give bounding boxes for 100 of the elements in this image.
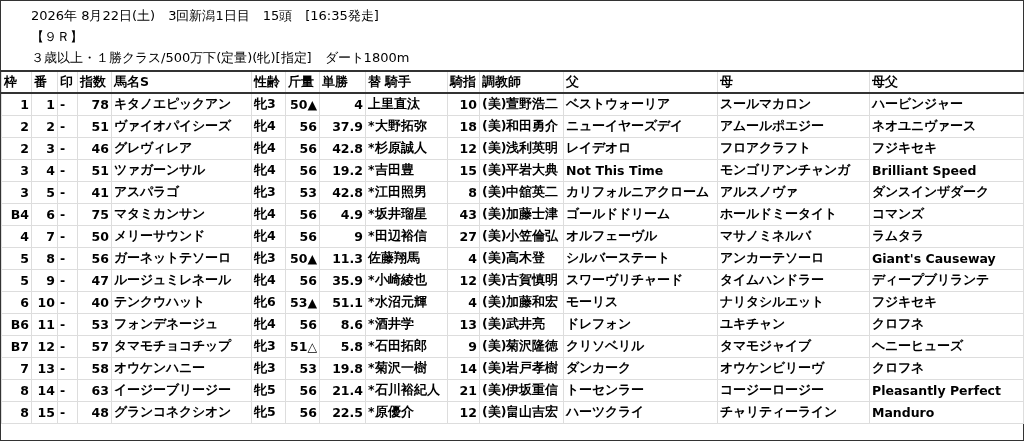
- dam-name: アンカーテソーロ: [717, 247, 870, 269]
- dam-sire-name: Manduro: [869, 401, 1024, 423]
- index-value: 63: [77, 379, 112, 401]
- weight-carried: 56: [285, 137, 320, 159]
- weight-carried: 50▲: [285, 247, 320, 269]
- weight-carried: 56: [285, 159, 320, 181]
- horse-number: 4: [31, 159, 58, 181]
- dam-name: ユキチャン: [717, 313, 870, 335]
- race-conditions: ３歳以上・１勝クラス/500万下(定量)(牝)[指定] ダート1800m: [31, 49, 410, 67]
- jockey-name: *田辺裕信: [365, 225, 448, 247]
- horse-number: 5: [31, 181, 58, 203]
- weight-carried: 53: [285, 181, 320, 203]
- weight-carried: 51△: [285, 335, 320, 357]
- sex-age: 牝4: [251, 137, 286, 159]
- dam-name: マサノミネルバ: [717, 225, 870, 247]
- win-odds: 8.6: [319, 313, 366, 335]
- sire-name: カリフォルニアクローム: [563, 181, 718, 203]
- jockey-name: *坂井瑠星: [365, 203, 448, 225]
- mark: -: [57, 181, 78, 203]
- dam-name: タマモジャイブ: [717, 335, 870, 357]
- frame-number: 6: [1, 291, 32, 313]
- sire-name: ベストウォーリア: [563, 93, 718, 115]
- jockey-index: 8: [447, 181, 480, 203]
- trainer-name: (美)岩戸孝樹: [479, 357, 564, 379]
- mark: -: [57, 93, 78, 115]
- dam-name: ナリタシルエット: [717, 291, 870, 313]
- column-header: 性齢: [251, 71, 286, 93]
- frame-number: B6: [1, 313, 32, 335]
- sex-age: 牝3: [251, 357, 286, 379]
- win-odds: 9: [319, 225, 366, 247]
- horse-name: ツァガーンサル: [111, 159, 252, 181]
- frame-number: 5: [1, 269, 32, 291]
- horse-name: フォンデネージュ: [111, 313, 252, 335]
- trainer-name: (美)畠山吉宏: [479, 401, 564, 423]
- index-value: 47: [77, 269, 112, 291]
- horse-number: 9: [31, 269, 58, 291]
- dam-name: アムールポエジー: [717, 115, 870, 137]
- horse-number: 15: [31, 401, 58, 423]
- win-odds: 19.2: [319, 159, 366, 181]
- dam-name: フロアクラフト: [717, 137, 870, 159]
- sire-name: シルバーステート: [563, 247, 718, 269]
- weight-carried: 53: [285, 357, 320, 379]
- dam-sire-name: ヘニーヒューズ: [869, 335, 1024, 357]
- sire-name: ドレフォン: [563, 313, 718, 335]
- trainer-name: (美)和田勇介: [479, 115, 564, 137]
- sex-age: 牝3: [251, 335, 286, 357]
- dam-name: スールマカロン: [717, 93, 870, 115]
- jockey-name: *菊沢一樹: [365, 357, 448, 379]
- win-odds: 21.4: [319, 379, 366, 401]
- horse-number: 11: [31, 313, 58, 335]
- mark: -: [57, 203, 78, 225]
- column-header: 枠: [1, 71, 32, 93]
- horse-name: グレヴィレア: [111, 137, 252, 159]
- mark: -: [57, 115, 78, 137]
- trainer-name: (美)菊沢隆徳: [479, 335, 564, 357]
- column-header: 替 騎手: [365, 71, 448, 93]
- sire-name: モーリス: [563, 291, 718, 313]
- horse-name: ルージュミレネール: [111, 269, 252, 291]
- sex-age: 牝4: [251, 225, 286, 247]
- horse-number: 2: [31, 115, 58, 137]
- trainer-name: (美)浅利英明: [479, 137, 564, 159]
- sex-age: 牝3: [251, 93, 286, 115]
- horse-name: グランコネクシオン: [111, 401, 252, 423]
- dam-sire-name: フジキセキ: [869, 291, 1024, 313]
- sex-age: 牝4: [251, 203, 286, 225]
- mark: -: [57, 137, 78, 159]
- weight-carried: 56: [285, 115, 320, 137]
- index-value: 53: [77, 313, 112, 335]
- sex-age: 牝5: [251, 401, 286, 423]
- mark: -: [57, 247, 78, 269]
- frame-number: 2: [1, 137, 32, 159]
- dam-sire-name: クロフネ: [869, 357, 1024, 379]
- date-venue-line: 2026年 8月22日(土) 3回新潟1日目 15頭 [16:35発走]: [31, 7, 379, 25]
- mark: -: [57, 401, 78, 423]
- sire-name: オルフェーヴル: [563, 225, 718, 247]
- win-odds: 22.5: [319, 401, 366, 423]
- dam-sire-name: ダンスインザダーク: [869, 181, 1024, 203]
- jockey-name: 上里直汰: [365, 93, 448, 115]
- dam-name: オウケンビリーヴ: [717, 357, 870, 379]
- frame-number: 5: [1, 247, 32, 269]
- sire-name: Not This Time: [563, 159, 718, 181]
- mark: -: [57, 379, 78, 401]
- dam-name: コージーロージー: [717, 379, 870, 401]
- sire-name: ゴールドドリーム: [563, 203, 718, 225]
- jockey-index: 12: [447, 401, 480, 423]
- horse-number: 13: [31, 357, 58, 379]
- trainer-name: (美)中舘英二: [479, 181, 564, 203]
- weight-carried: 56: [285, 203, 320, 225]
- mark: -: [57, 357, 78, 379]
- index-value: 56: [77, 247, 112, 269]
- horse-name: テンクウハット: [111, 291, 252, 313]
- jockey-name: *杉原誠人: [365, 137, 448, 159]
- dam-sire-name: ディープブリランテ: [869, 269, 1024, 291]
- index-value: 40: [77, 291, 112, 313]
- weight-carried: 56: [285, 225, 320, 247]
- sire-name: ニューイヤーズデイ: [563, 115, 718, 137]
- horse-name: オウケンハニー: [111, 357, 252, 379]
- jockey-index: 15: [447, 159, 480, 181]
- column-header: 指数: [77, 71, 112, 93]
- column-header: 印: [57, 71, 78, 93]
